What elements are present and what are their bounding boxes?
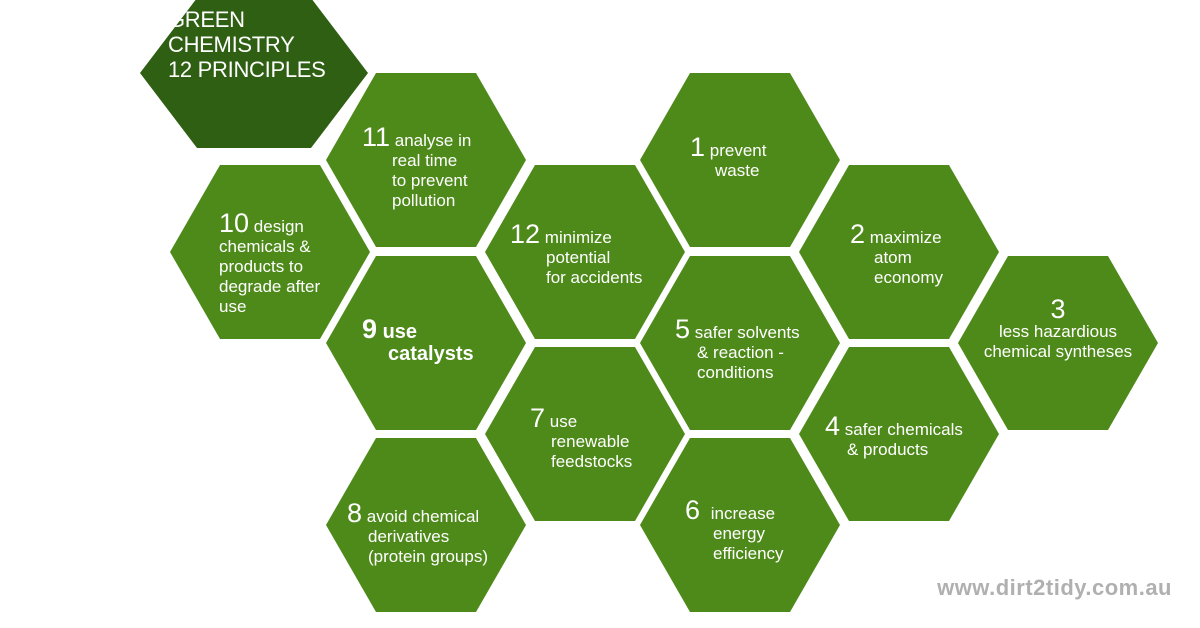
website-watermark: www.dirt2tidy.com.au [937, 575, 1172, 600]
principle-10-line-4: degrade after [219, 277, 321, 296]
principle-5-label: 5 safer solvents & reaction - conditions [675, 316, 800, 383]
principle-3-label: 3 less hazardious chemical syntheses [958, 296, 1158, 362]
title-line-3: 12 PRINCIPLES [168, 57, 326, 82]
principle-5-line-3: conditions [697, 363, 774, 382]
hexagon-principle-9 [326, 256, 526, 430]
principle-7-line-1: use [549, 412, 578, 431]
principle-12-number: 12 [510, 219, 541, 249]
principle-1-line-2: waste [715, 161, 760, 180]
principle-8-label: 8 avoid chemical derivatives (protein gr… [347, 500, 488, 567]
principle-10-line-5: use [219, 297, 247, 316]
principle-9-line-2: catalysts [388, 343, 474, 365]
principle-2-label: 2 maximize atom economy [850, 221, 943, 288]
principle-10-label: 10 design chemicals & products to degrad… [219, 210, 320, 317]
principle-8-line-2: derivatives [368, 527, 450, 546]
title-line-1: GREEN [168, 7, 245, 32]
principle-6-label: 6 increase energy efficiency [685, 497, 784, 564]
principle-6-line-3: efficiency [713, 544, 784, 563]
principle-1-line-1: prevent [709, 141, 767, 160]
principle-1-label: 1 prevent waste [690, 134, 766, 181]
principle-12-line-3: for accidents [546, 268, 643, 287]
principle-8-line-1: avoid chemical [366, 507, 480, 526]
principle-8-line-3: (protein groups) [368, 547, 489, 566]
hexagon-principle-8 [326, 438, 526, 612]
principle-2-line-2: atom [874, 248, 912, 267]
principle-3-line-2: chemical syntheses [983, 342, 1133, 361]
principle-6-number: 6 [685, 495, 701, 525]
principle-10-line-2: chemicals & [219, 237, 311, 256]
principle-7-label: 7 use renewable feedstocks [530, 405, 632, 472]
principle-3-number: 3 [1050, 294, 1066, 324]
hexagon-principle-11 [326, 73, 526, 247]
principle-7-line-3: feedstocks [551, 452, 633, 471]
principle-2-line-1: maximize [869, 228, 942, 247]
principle-6-line-1: increase [710, 504, 776, 523]
principle-4-number: 4 [825, 411, 841, 441]
principle-3-line-1: less hazardious [998, 322, 1118, 341]
principle-4-label: 4 safer chemicals & products [825, 413, 963, 460]
principle-2-number: 2 [850, 219, 866, 249]
principle-2-line-3: economy [874, 268, 943, 287]
principle-7-number: 7 [530, 403, 546, 433]
principle-10-line-3: products to [219, 257, 304, 276]
principle-9-line-1: use [382, 321, 418, 343]
principle-11-line-4: pollution [392, 191, 456, 210]
principle-1-number: 1 [690, 132, 706, 162]
diagram-title: GREEN CHEMISTRY 12 PRINCIPLES [168, 7, 326, 82]
principle-11-number: 11 [362, 122, 391, 152]
principle-11-line-2: real time [392, 151, 458, 170]
principle-5-line-1: safer solvents [694, 323, 800, 342]
principle-12-line-2: potential [546, 248, 611, 267]
principle-4-line-2: & products [847, 440, 929, 459]
principle-9-label: 9 use catalysts [362, 314, 474, 366]
principle-5-line-2: & reaction - [697, 343, 784, 362]
principle-12-line-1: minimize [544, 228, 612, 247]
principle-7-line-2: renewable [551, 432, 630, 451]
principle-10-number: 10 [219, 208, 250, 238]
principle-10-line-1: design [253, 217, 304, 236]
principle-6-line-2: energy [713, 524, 765, 543]
principle-9-number: 9 [362, 314, 378, 344]
principle-12-label: 12 minimize potential for accidents [510, 221, 642, 288]
principle-8-number: 8 [347, 498, 363, 528]
principle-4-line-1: safer chemicals [844, 420, 963, 439]
principle-11-line-3: to prevent [392, 171, 468, 190]
title-line-2: CHEMISTRY [168, 32, 295, 57]
principle-11-line-1: analyse in [394, 131, 472, 150]
principle-11-label: 11 analyse in real time to prevent pollu… [362, 124, 471, 211]
principle-5-number: 5 [675, 314, 691, 344]
